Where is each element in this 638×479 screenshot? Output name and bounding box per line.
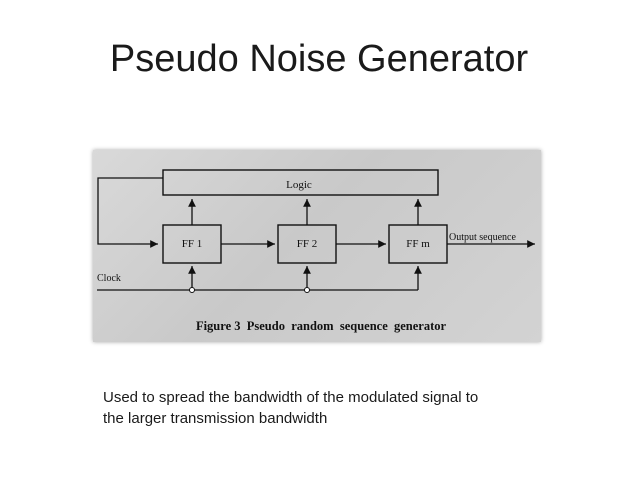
slide-caption: Used to spread the bandwidth of the modu…	[103, 387, 543, 429]
caption-line-2: the larger transmission bandwidth	[103, 410, 328, 427]
output-label: Output sequence	[449, 232, 516, 243]
logic-label: Logic	[286, 179, 312, 191]
caption-line-1: Used to spread the bandwidth of the modu…	[103, 389, 479, 406]
clock-label: Clock	[97, 273, 121, 284]
slide-title: Pseudo Noise Generator	[109, 38, 529, 80]
feedback-line	[97, 177, 163, 248]
figure-photo: Logic FF 1 FF 2 FF m Output sequence Clo…	[93, 150, 541, 342]
ff1-label: FF 1	[182, 238, 203, 250]
logic-block	[162, 169, 439, 196]
clock-junction-2	[304, 287, 310, 293]
ff2-label: FF 2	[297, 238, 318, 250]
clock-junction-1	[189, 287, 195, 293]
pn-generator-diagram: Logic FF 1 FF 2 FF m Output sequence Clo…	[97, 169, 535, 333]
figure-caption: Figure 3 Pseudo random sequence generato…	[196, 319, 447, 333]
ffm-label: FF m	[406, 238, 430, 250]
